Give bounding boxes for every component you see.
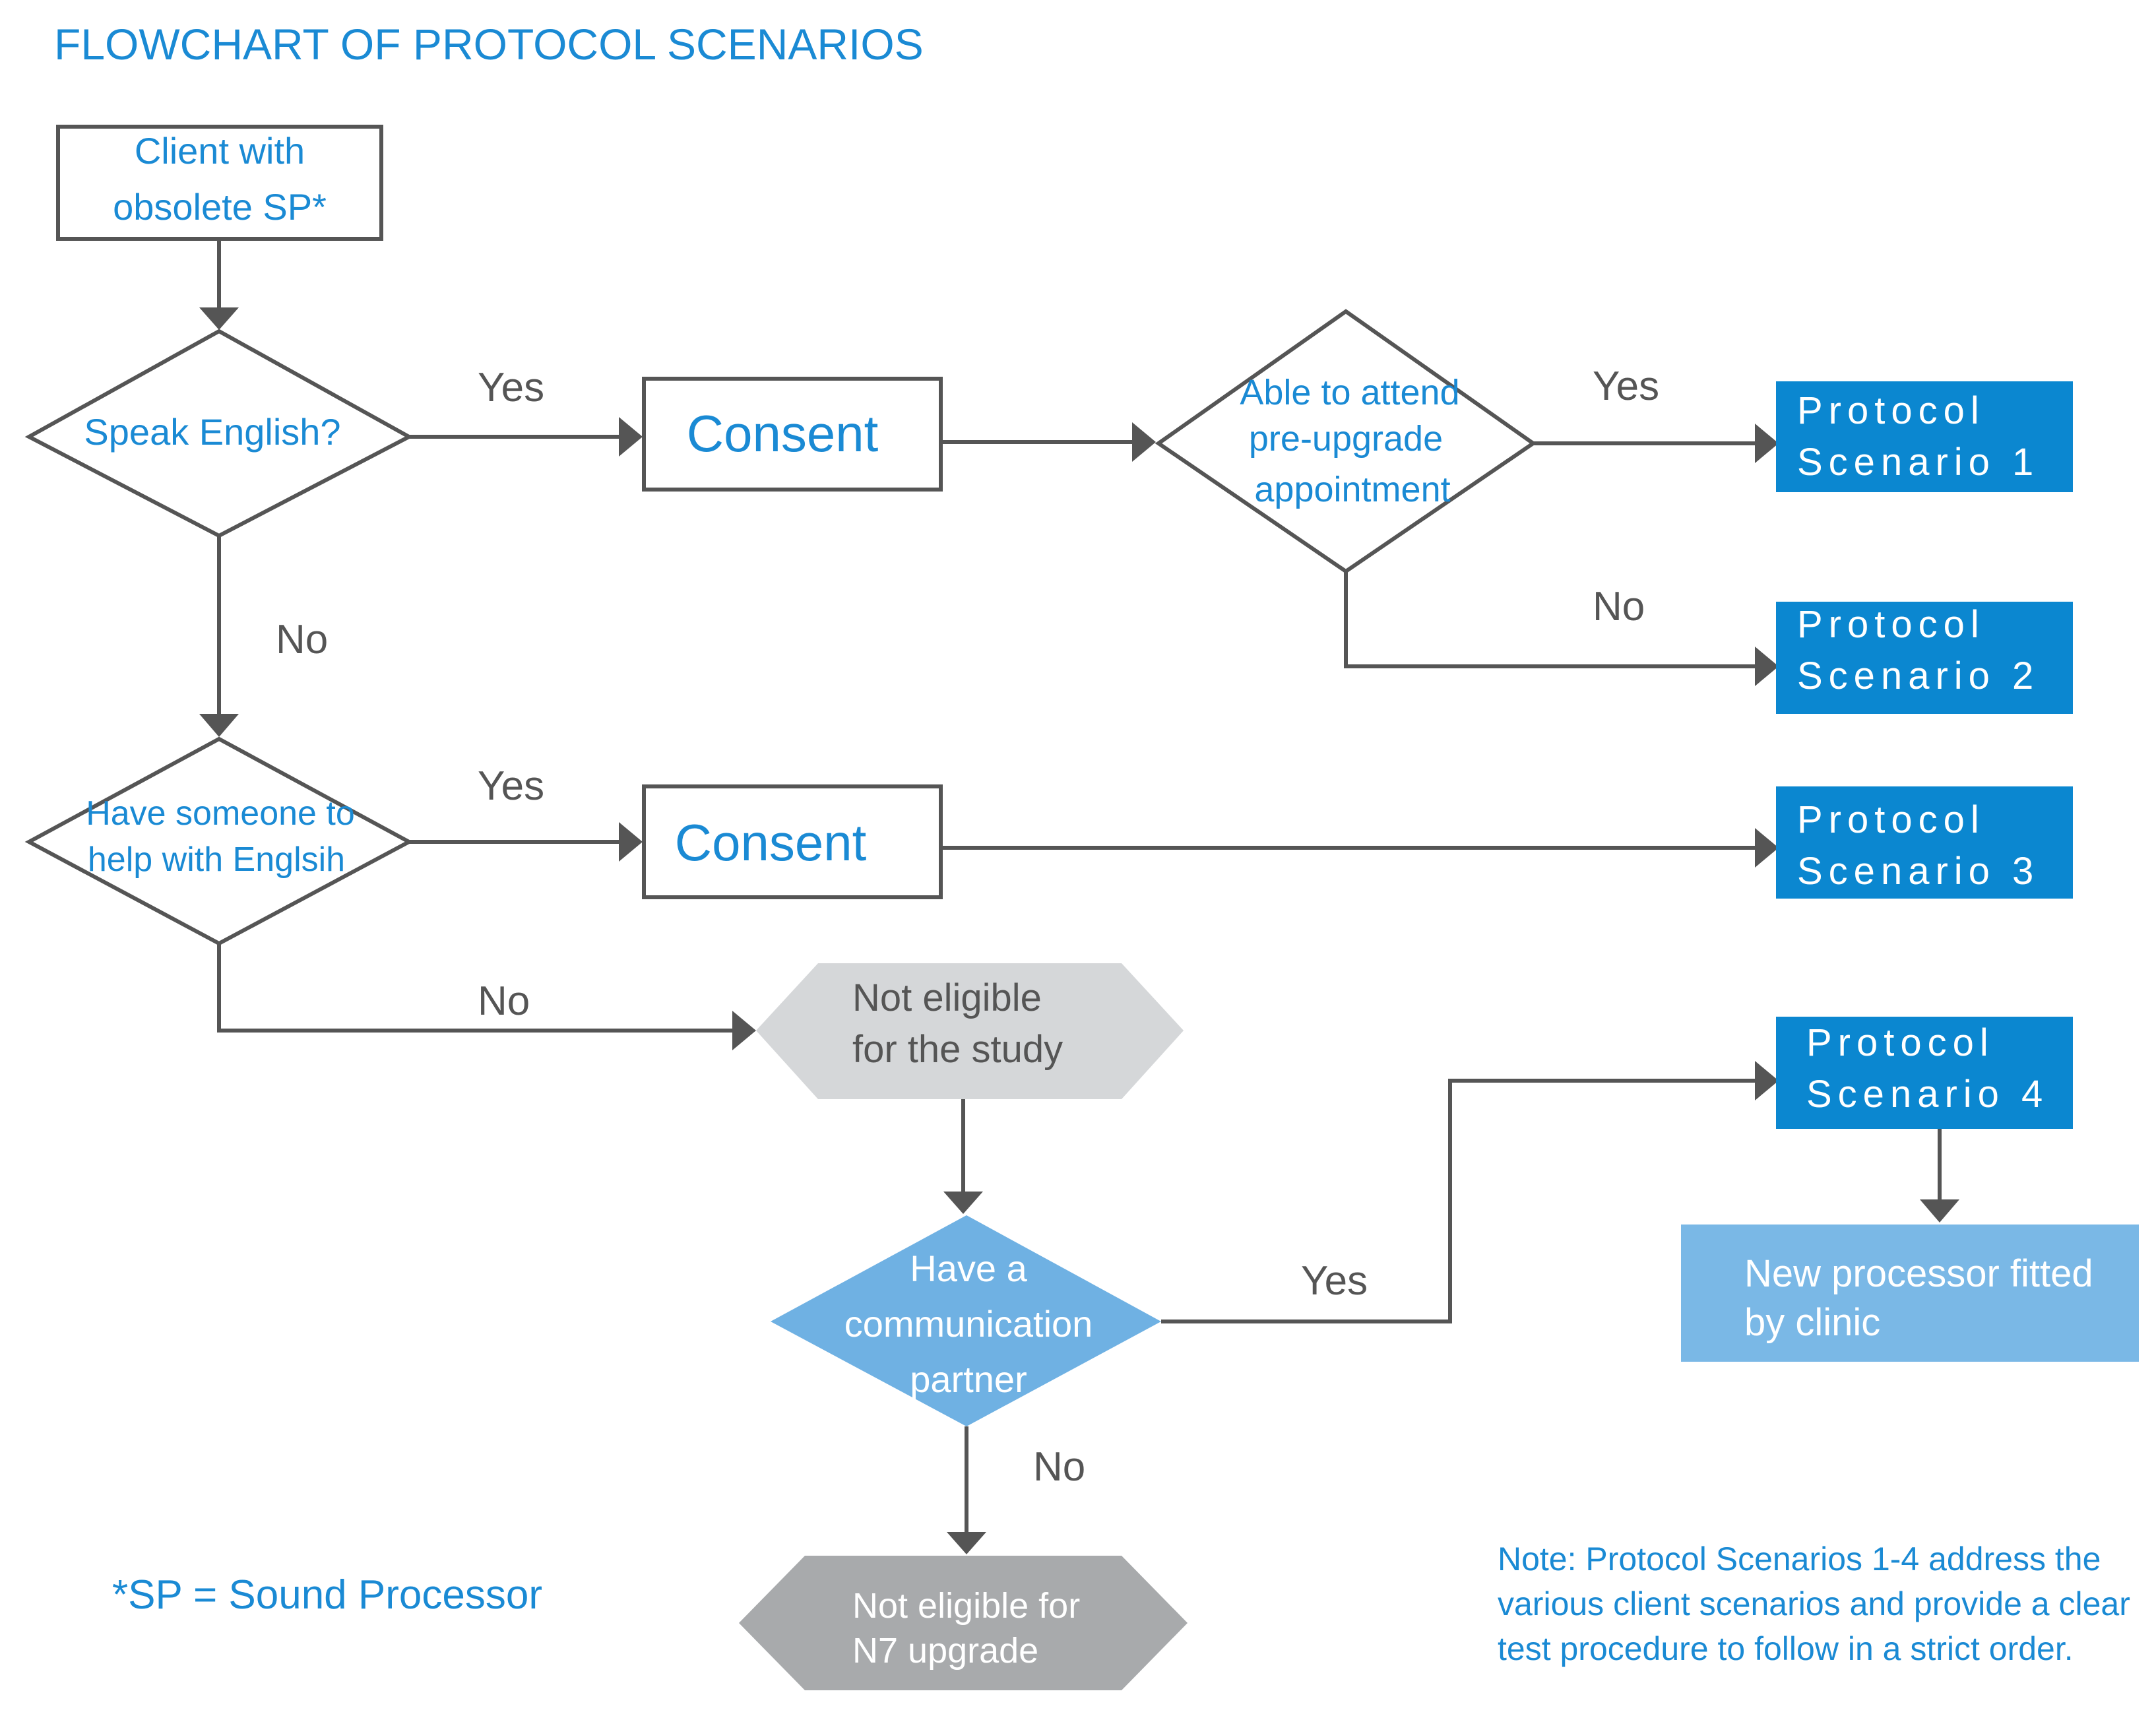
arrowhead-right [1755, 828, 1779, 868]
node-text: Speak English? [84, 411, 340, 453]
arrowhead-down [199, 714, 239, 737]
arrowhead-right [619, 417, 643, 457]
arrowhead-down [947, 1532, 986, 1554]
arrowhead-down [1920, 1199, 1959, 1223]
scenario-1-box: Protocol Scenario 1 [1776, 381, 2073, 492]
node-text: appointment [1254, 470, 1450, 509]
note: Note: Protocol Scenarios 1-4 address the… [1498, 1541, 2130, 1667]
node-text: for the study [852, 1028, 1063, 1071]
node-text: Scenario 1 [1797, 441, 2039, 484]
edge-labels: Yes No Yes No Yes No Yes No [276, 364, 1659, 1490]
edge-label-yes: Yes [478, 365, 544, 410]
scenario-4-box: Protocol Scenario 4 [1776, 1017, 2073, 1129]
speak-english-diamond: Speak English? [24, 329, 414, 538]
node-text: N7 upgrade [852, 1631, 1038, 1670]
edge-help-to-noteligible [217, 943, 734, 1033]
node-text: pre-upgrade [1249, 419, 1443, 459]
node-text: Protocol [1797, 603, 1985, 646]
edge-label-no: No [478, 978, 530, 1024]
scenario-2-box: Protocol Scenario 2 [1776, 602, 2073, 714]
edge-label-no: No [1033, 1444, 1085, 1490]
node-text: Scenario 3 [1797, 850, 2039, 893]
node-text: New processor fitted [1744, 1252, 2093, 1295]
communication-partner-diamond: Have a communication partner [771, 1215, 1161, 1426]
node-text: by clinic [1744, 1301, 1880, 1344]
edge-label-no: No [1593, 584, 1645, 629]
not-eligible-study-hexagon: Not eligible for the study [756, 963, 1184, 1099]
node-text: help with Englsih [88, 841, 345, 879]
consent-box-2: Consent [642, 784, 943, 899]
help-english-diamond: Have someone to help with Englsih [24, 736, 414, 946]
node-text: Client with [135, 130, 305, 172]
node-text: obsolete SP* [113, 186, 327, 228]
edge-attend-to-s2 [1344, 571, 1758, 668]
consent-box-1: Consent [642, 377, 943, 492]
start-node: Client with obsolete SP* [56, 125, 383, 241]
node-text: Not eligible for [852, 1586, 1080, 1626]
node-text: Have someone to [86, 794, 355, 833]
arrowhead-right [1755, 1061, 1779, 1100]
node-text: partner [910, 1358, 1027, 1400]
arrowheads [199, 307, 1959, 1554]
node-text: communication [844, 1303, 1093, 1345]
node-text: Not eligible [852, 976, 1042, 1019]
arrowhead-right [1132, 422, 1156, 462]
edge-label-no: No [276, 617, 328, 662]
not-eligible-n7-hexagon: Not eligible for N7 upgrade [739, 1556, 1188, 1690]
edge-partner-to-s4 [1161, 1079, 1758, 1323]
note-line: test procedure to follow in a strict ord… [1498, 1630, 2074, 1667]
note-line: Note: Protocol Scenarios 1-4 address the [1498, 1541, 2101, 1577]
node-text: Scenario 4 [1806, 1073, 2048, 1116]
connectors [217, 239, 1942, 1535]
arrowhead-down [943, 1192, 983, 1214]
edge-label-yes: Yes [478, 763, 544, 809]
scenario-3-box: Protocol Scenario 3 [1776, 786, 2073, 899]
arrowhead-right [619, 822, 643, 862]
page-title: FLOWCHART OF PROTOCOL SCENARIOS [54, 20, 924, 69]
node-text: Able to attend [1240, 373, 1459, 412]
node-text: Protocol [1806, 1021, 1994, 1064]
node-text: Protocol [1797, 798, 1985, 841]
arrowhead-right [1755, 424, 1779, 463]
node-text: Consent [687, 404, 879, 462]
attend-appointment-diamond: Able to attend pre-upgrade appointment [1155, 309, 1537, 574]
node-text: Scenario 2 [1797, 654, 2039, 697]
arrowhead-right [1755, 647, 1779, 686]
note-line: various client scenarios and provide a c… [1498, 1585, 2130, 1622]
node-text: Have a [910, 1248, 1027, 1289]
node-text: Consent [675, 813, 867, 872]
footnote: *SP = Sound Processor [112, 1572, 542, 1618]
new-processor-box: New processor fitted by clinic [1681, 1225, 2139, 1362]
arrowhead-down [199, 307, 239, 330]
arrowhead-right [732, 1011, 756, 1050]
node-text: Protocol [1797, 389, 1985, 432]
edge-label-yes: Yes [1593, 364, 1659, 409]
edge-label-yes: Yes [1301, 1258, 1368, 1304]
